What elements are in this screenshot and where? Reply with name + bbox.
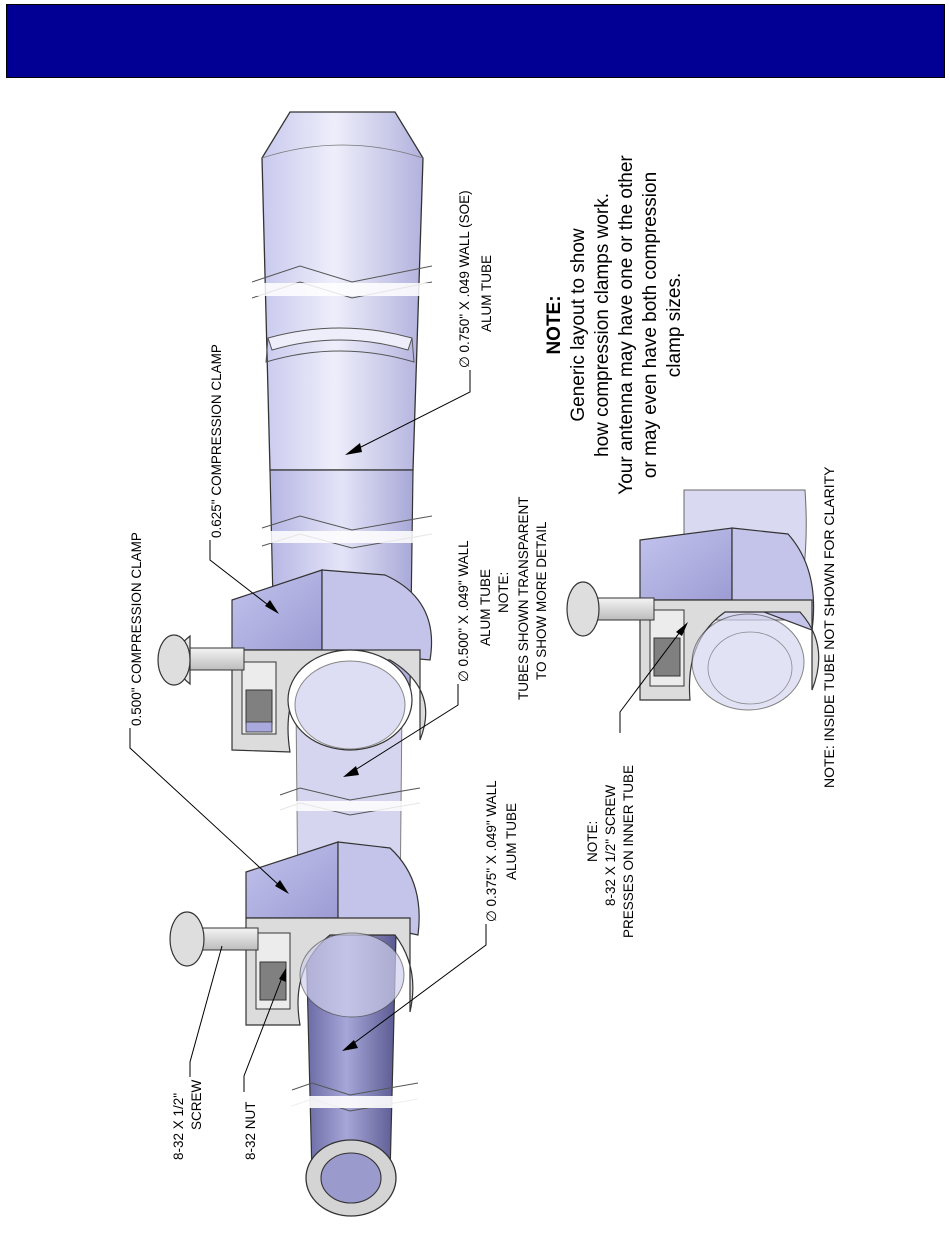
label-inside-tube-note: NOTE: INSIDE TUBE NOT SHOWN FOR CLARITY <box>821 466 837 788</box>
generic-note: NOTE: Generic layout to show how compres… <box>544 155 685 495</box>
label-tube-750: ∅ 0.750" X .049 WALL (SOE) <box>457 190 472 368</box>
note-line-2: how compression clamps work. <box>592 193 613 457</box>
label-transparent-note-2: TUBES SHOWN TRANSPARENT <box>516 496 531 700</box>
label-transparent-note: NOTE: <box>496 572 511 613</box>
label-screw-note: NOTE: <box>585 821 600 862</box>
note-heading: NOTE: <box>544 295 565 354</box>
screw-625 <box>157 634 245 686</box>
note-line-3: Your antenna may have one or the other <box>616 155 637 495</box>
label-screw: 8-32 X 1/2" <box>171 1093 186 1160</box>
note-line-4: or may even have both compression <box>640 172 661 478</box>
label-tube-375-2: ALUM TUBE <box>504 803 519 880</box>
label-screw-2: SCREW <box>189 1079 204 1130</box>
labels: ∅ 0.750" X .049 WALL (SOE) ALUM TUBE 0.6… <box>129 190 837 1160</box>
detail-view <box>566 489 820 711</box>
label-transparent-note-3: TO SHOW MORE DETAIL <box>534 521 549 680</box>
label-clamp-500: 0.500" COMPRESSION CLAMP <box>129 532 144 726</box>
leader-lines <box>129 370 688 1092</box>
label-tube-750-2: ALUM TUBE <box>479 255 494 332</box>
note-line-5: clamp sizes. <box>664 273 685 378</box>
label-screw-note-2: 8-32 X 1/2" SCREW <box>603 785 618 906</box>
screw-500 <box>169 911 259 967</box>
label-tube-375: ∅ 0.375" X .049" WALL <box>484 780 499 922</box>
label-tube-500-2: ALUM TUBE <box>478 569 493 646</box>
clamp-625 <box>231 569 433 753</box>
clamp-500 <box>245 841 420 1026</box>
label-clamp-625: 0.625" COMPRESSION CLAMP <box>209 344 224 538</box>
label-screw-note-3: PRESSES ON INNER TUBE <box>621 765 636 938</box>
tube-750 <box>251 111 434 471</box>
label-nut: 8-32 NUT <box>243 1101 258 1160</box>
title-banner <box>6 4 945 78</box>
label-tube-500: ∅ 0.500" X .049" WALL <box>456 540 471 682</box>
note-line-1: Generic layout to show <box>568 228 589 422</box>
